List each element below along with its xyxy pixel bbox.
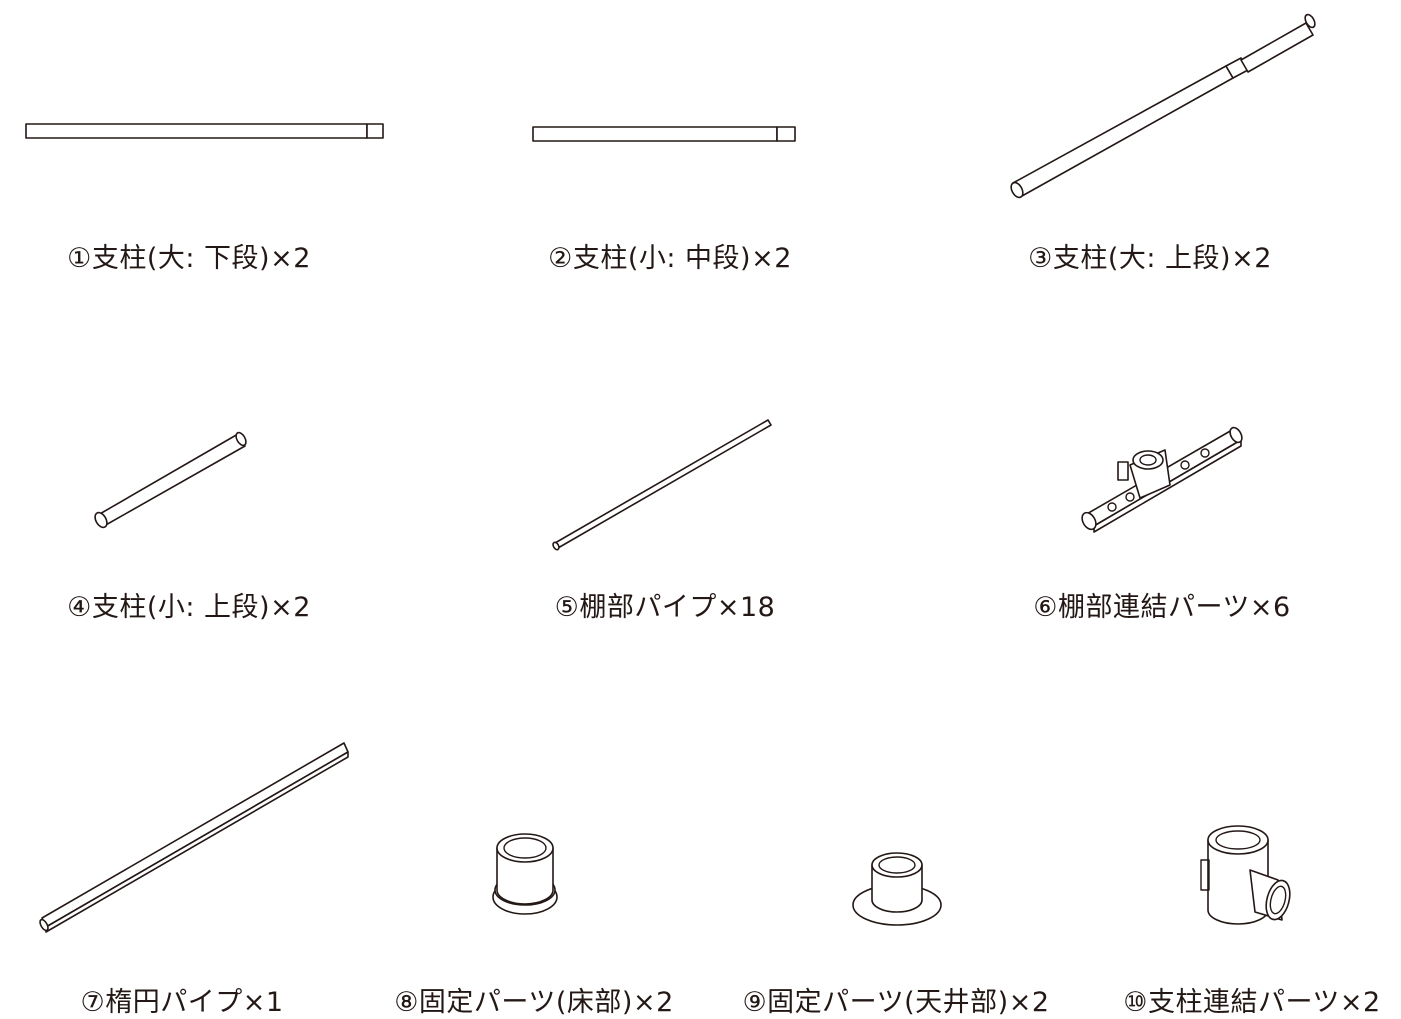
part-4-post-small-upper: [94, 431, 247, 529]
part-6-label: ⑥棚部連結パーツ×6: [1033, 592, 1291, 623]
part-5-shelf-pipe: [552, 419, 772, 551]
part-9-ceiling-fixing: [852, 852, 942, 926]
part-2-label: ②支柱(小: 中段)×2: [548, 243, 792, 274]
part-9-label: ⑨固定パーツ(天井部)×2: [742, 987, 1050, 1018]
part-6-shelf-connector: [1081, 426, 1243, 533]
part-10-label: ⑩支柱連結パーツ×2: [1123, 987, 1381, 1018]
part-7-label: ⑦楕円パイプ×1: [80, 987, 284, 1018]
part-3-label: ③支柱(大: 上段)×2: [1028, 243, 1272, 274]
part-5-label: ⑤棚部パイプ×18: [554, 592, 776, 623]
part-10-post-connector: [1200, 825, 1291, 925]
part-7-oval-pipe: [39, 742, 349, 933]
part-4-label: ④支柱(小: 上段)×2: [67, 592, 311, 623]
part-8-label: ⑧固定パーツ(床部)×2: [394, 987, 674, 1018]
part-2-post-small-middle: [532, 126, 796, 142]
part-8-floor-fixing: [492, 833, 558, 915]
part-1-post-large-lower: [25, 123, 384, 139]
part-1-label: ①支柱(大: 下段)×2: [67, 243, 311, 274]
part-3-post-large-upper: [1010, 13, 1316, 199]
